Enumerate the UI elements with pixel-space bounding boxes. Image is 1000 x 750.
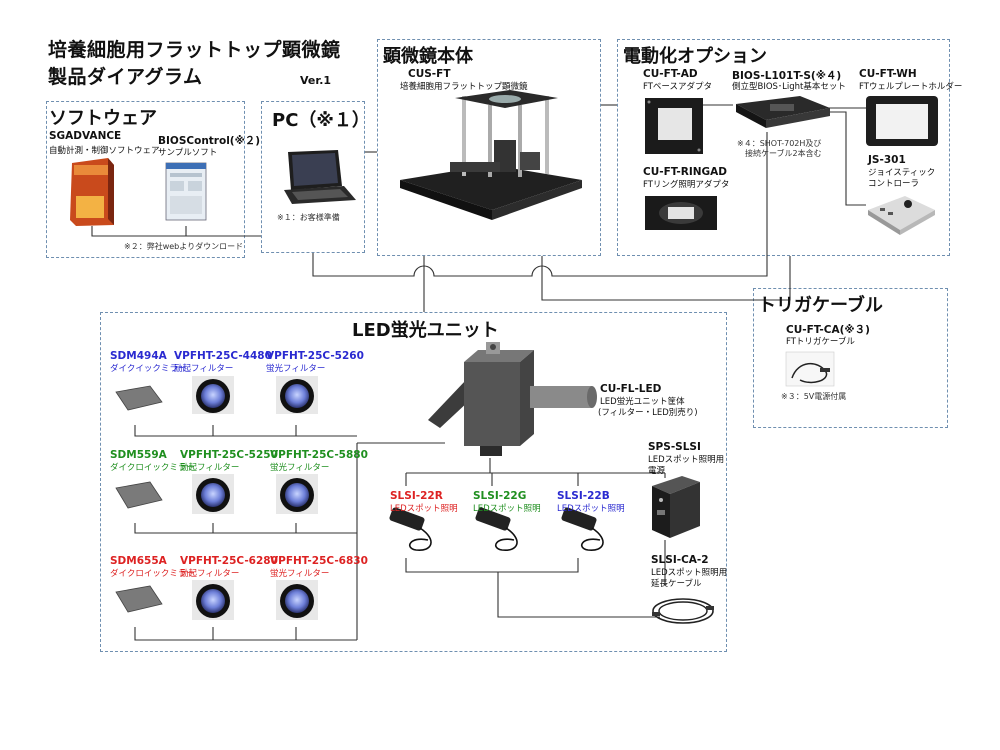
cu-ft-ca-code: CU-FT-CA(※３) [786, 324, 870, 336]
sdm655a-code: SDM655A [110, 555, 167, 567]
slsi-ca-2-code: SLSI-CA-2 [651, 554, 709, 566]
slsi-22r-code: SLSI-22R [390, 490, 443, 502]
vpfht-5250-desc: 励起フィルター [180, 463, 240, 473]
vpfht-6280-code: VPFHT-25C-6280 [180, 555, 278, 567]
microscope-code: CUS-FT [408, 68, 451, 80]
sdm559a-code: SDM559A [110, 449, 167, 461]
cu-fl-led-desc2: (フィルター・LED別売り) [598, 408, 698, 418]
vpfht-5250-code: VPFHT-25C-5250 [180, 449, 278, 461]
pc-note: ※１：お客様準備 [277, 213, 340, 222]
slsi-ca-2-desc1: LEDスポット照明用 [651, 568, 728, 578]
slsi-22b-code: SLSI-22B [557, 490, 610, 502]
cu-ft-wh-desc: FTウェルプレートホルダー [859, 82, 963, 92]
bios-code: BIOS-L101T-S(※４) [732, 70, 842, 82]
vpfht-6280-desc: 励起フィルター [180, 569, 240, 579]
vpfht-5260-desc: 蛍光フィルター [266, 364, 326, 374]
bioscontrol-desc: サンプルソフト [158, 148, 218, 158]
vpfht-5880-desc: 蛍光フィルター [270, 463, 330, 473]
vpfht-5260-code: VPFHT-25C-5260 [266, 350, 364, 362]
sps-slsi-desc2: 電源 [648, 466, 666, 476]
motorized-heading: 電動化オプション [623, 46, 767, 67]
title-line1: 培養細胞用フラットトップ顕微鏡 [48, 39, 341, 61]
slsi-22g-code: SLSI-22G [473, 490, 527, 502]
cu-ft-ringad-desc: FTリング照明アダプタ [643, 180, 730, 190]
microscope-heading: 顕微鏡本体 [383, 46, 473, 67]
cu-ft-ringad-code: CU-FT-RINGAD [643, 166, 727, 178]
slsi-22g-desc: LEDスポット照明 [473, 504, 541, 514]
version-label: Ver.1 [300, 74, 332, 87]
trigger-note: ※３：5V電源付属 [781, 392, 847, 401]
sps-slsi-code: SPS-SLSI [648, 441, 701, 453]
js-301-code: JS-301 [868, 154, 906, 166]
vpfht-6830-desc: 蛍光フィルター [270, 569, 330, 579]
sps-slsi-desc1: LEDスポット照明用 [648, 455, 725, 465]
bios-note-line1: ※４：SHOT-702H及び [737, 139, 822, 148]
cu-ft-wh-code: CU-FT-WH [859, 68, 917, 80]
js-301-desc1: ジョイスティック [868, 168, 936, 178]
bioscontrol-code: BIOSControl(※２) [158, 135, 261, 147]
led-unit-box [100, 312, 727, 652]
js-301-desc2: コントローラ [868, 179, 920, 189]
pc-heading: PC（※１） [272, 110, 370, 131]
vpfht-4480-desc: 励起フィルター [174, 364, 234, 374]
bios-note-line2: 接続ケーブル2本含む [745, 149, 822, 158]
cu-fl-led-desc1: LED蛍光ユニット筐体 [600, 397, 685, 407]
vpfht-4480-code: VPFHT-25C-4480 [174, 350, 272, 362]
sdm655a-desc: ダイクロイックミラー [110, 569, 195, 579]
microscope-desc: 培養細胞用フラットトップ顕微鏡 [400, 82, 528, 92]
microscope-box [377, 39, 601, 256]
led-unit-heading: LED蛍光ユニット [352, 320, 499, 341]
sgadvance-desc: 自動計測・制御ソフトウェア [49, 146, 160, 156]
diagram-title: 培養細胞用フラットトップ顕微鏡 製品ダイアグラム [48, 38, 341, 89]
cu-fl-led-code: CU-FL-LED [600, 383, 662, 395]
sdm494a-code: SDM494A [110, 350, 167, 362]
software-heading: ソフトウェア [49, 108, 157, 129]
slsi-22r-desc: LEDスポット照明 [390, 504, 458, 514]
trigger-heading: トリガケーブル [758, 295, 883, 316]
sgadvance-code: SGADVANCE [49, 130, 122, 142]
trigger-box [753, 288, 948, 428]
cu-ft-ad-code: CU-FT-AD [643, 68, 698, 80]
sdm494a-desc: ダイクイックミラー [110, 364, 187, 374]
software-box [46, 101, 245, 258]
cu-ft-ad-desc: FTベースアダプタ [643, 82, 713, 92]
slsi-22b-desc: LEDスポット照明 [557, 504, 625, 514]
bios-desc: 側立型BIOS･Light基本セット [732, 82, 846, 92]
vpfht-6830-code: VPFHT-25C-6830 [270, 555, 368, 567]
vpfht-5880-code: VPFHT-25C-5880 [270, 449, 368, 461]
cu-ft-ca-desc: FTトリガケーブル [786, 337, 855, 347]
pc-box [261, 101, 365, 253]
software-note: ※２：弊社webよりダウンロード [124, 242, 244, 251]
sdm559a-desc: ダイクロイックミラー [110, 463, 195, 473]
slsi-ca-2-desc2: 延長ケーブル [651, 579, 702, 589]
title-line2: 製品ダイアグラム [48, 66, 203, 88]
motorized-box [617, 39, 950, 256]
